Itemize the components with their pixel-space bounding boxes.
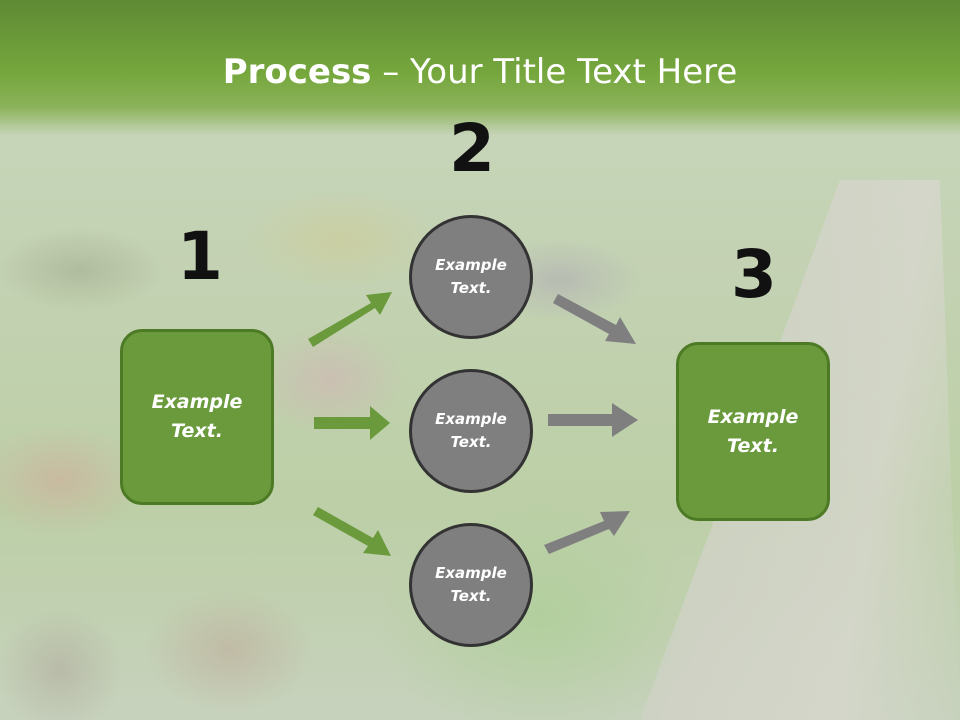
slide-title: Process – Your Title Text Here	[0, 52, 960, 92]
step-box-1: Example Text.	[120, 329, 274, 505]
step-box-1-text: Example Text.	[151, 391, 243, 442]
step-box-3-text: Example Text.	[707, 405, 799, 457]
circle-bottom-text: Example Text.	[435, 564, 507, 605]
circle-middle-text: Example Text.	[435, 410, 507, 451]
title-bold: Process	[222, 52, 372, 92]
circle-middle: Example Text.	[409, 369, 533, 493]
arrow-to-circle-middle	[314, 406, 390, 440]
arrow-to-circle-top	[308, 292, 392, 347]
arrow-to-circle-bottom	[313, 507, 391, 556]
header-band	[0, 0, 960, 135]
step-number-1: 1	[177, 218, 223, 295]
arrow-from-circle-top	[553, 294, 636, 344]
circle-top-text: Example Text.	[435, 256, 507, 297]
arrow-from-circle-middle	[548, 403, 638, 437]
title-rest: – Your Title Text Here	[371, 52, 738, 92]
step-box-3: Example Text.	[676, 342, 830, 521]
arrow-from-circle-bottom	[544, 511, 630, 554]
step-number-2: 2	[449, 110, 495, 187]
circle-top: Example Text.	[409, 215, 533, 339]
step-number-3: 3	[731, 236, 777, 313]
circle-bottom: Example Text.	[409, 523, 533, 647]
